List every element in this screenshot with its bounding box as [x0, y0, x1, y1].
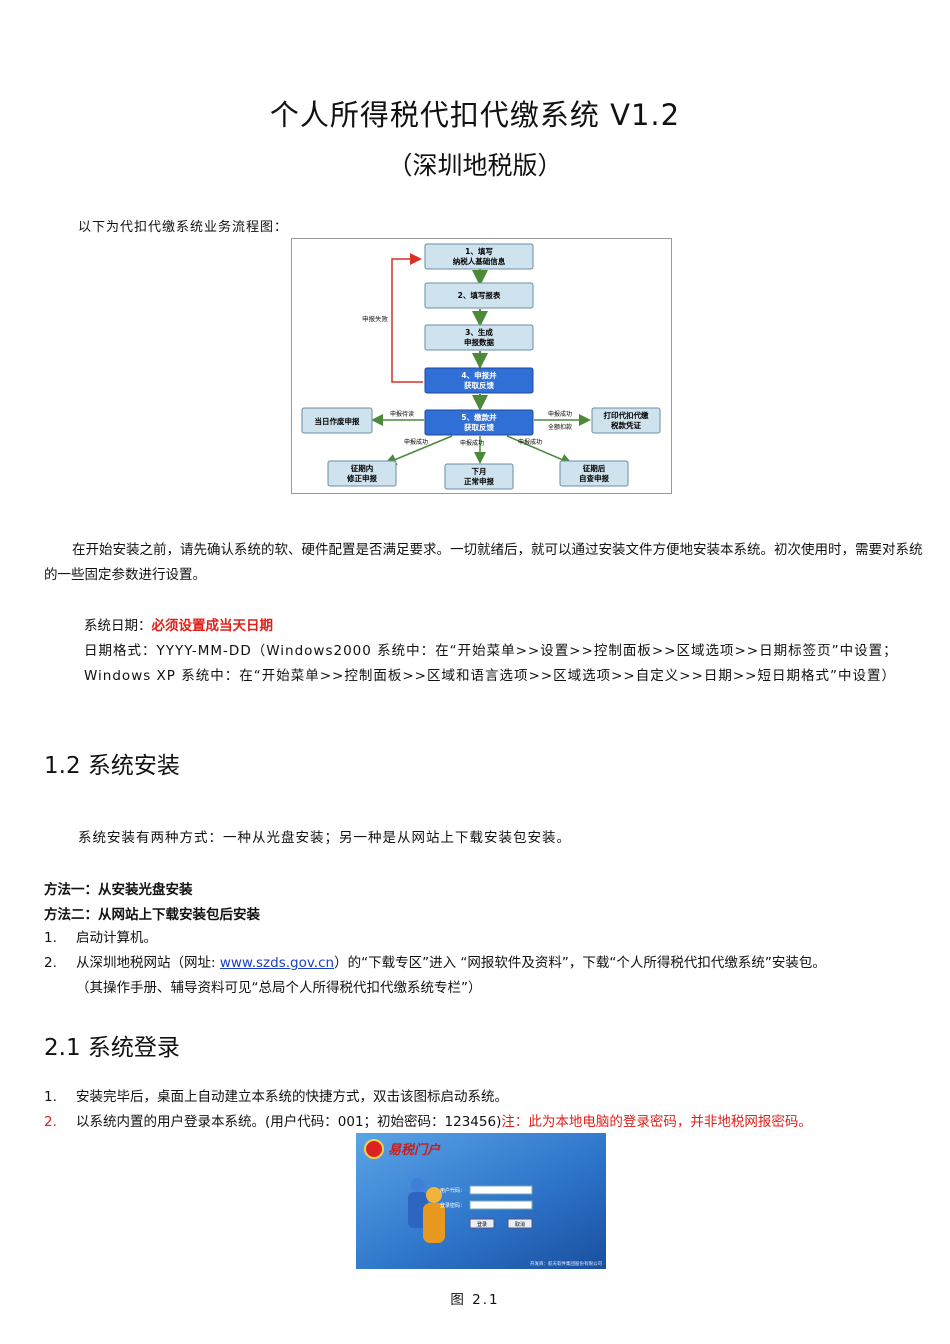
flow-box-4-line1: 4、申报并	[461, 370, 497, 380]
date-label: 系统日期：	[84, 618, 152, 634]
step-text: 安装完毕后，桌面上自动建立本系统的快捷方式，双击该图标启动系统。	[76, 1089, 508, 1105]
date-format-text: 日期格式：YYYY-MM-DD（Windows2000 系统中：在“开始菜单>>…	[84, 643, 898, 684]
section-heading-login: 2.1 系统登录	[44, 1035, 180, 1061]
flow-box-void	[301, 407, 373, 434]
flow-box-selfcheck	[559, 460, 629, 487]
section-heading-install: 1.2 系统安装	[44, 753, 180, 779]
user-code-input	[469, 1185, 533, 1195]
flow-box-selfcheck-line2: 自查申报	[579, 473, 609, 483]
flow-box-1	[424, 243, 534, 270]
flowchart-intro: 以下为代扣代缴系统业务流程图：	[78, 220, 289, 235]
flow-box-4	[424, 367, 534, 394]
document-title: 个人所得税代扣代缴系统 V1.2	[269, 98, 681, 132]
step-number: 2.	[44, 955, 57, 971]
flow-box-correct	[327, 460, 397, 487]
flow-box-1-line1: 1、填写	[465, 246, 493, 256]
flow-box-void-text: 当日作废申报	[315, 416, 360, 426]
login-step-2: 2. 以系统内置的用户登录本系统。(用户代码：001；初始密码：123456)注…	[0, 1110, 950, 1135]
flow-box-correct-line2: 修正申报	[346, 473, 377, 483]
emblem-icon	[364, 1139, 384, 1159]
password-label: 登录密码：	[440, 1202, 465, 1209]
login-step-1: 1. 安装完毕后，桌面上自动建立本系统的快捷方式，双击该图标启动系统。	[0, 1085, 950, 1110]
szds-website-link[interactable]: www.szds.gov.cn	[219, 955, 335, 971]
step-note: 注：此为本地电脑的登录密码，并非地税网报密码。	[501, 1114, 812, 1130]
flow-box-print	[591, 407, 661, 434]
pay-success-label: 申报成功	[548, 410, 572, 418]
flow-box-5-line2: 获取反馈	[464, 422, 494, 432]
user-code-label: 用户代码：	[440, 1187, 465, 1194]
date-requirement-block: 系统日期：必须设置成当天日期 日期格式：YYYY-MM-DD（Windows20…	[84, 614, 914, 689]
step-text: 从深圳地税网站（网址: www.szds.gov.cn）的“下载专区”进入 “网…	[76, 951, 936, 1001]
flow-box-3-line1: 3、生成	[465, 327, 493, 337]
date-requirement-line: 系统日期：必须设置成当天日期	[84, 614, 914, 639]
full-deduct-label: 全额扣款	[548, 423, 572, 431]
success-label-1: 申报成功	[404, 438, 428, 446]
fail-loop-arrow	[391, 253, 423, 383]
voided-label: 申报待读	[390, 410, 414, 418]
cancel-button	[507, 1218, 533, 1229]
step-text: 以系统内置的用户登录本系统。(用户代码：001；初始密码：123456)注：此为…	[76, 1110, 936, 1135]
step-text: 启动计算机。	[76, 930, 157, 946]
arrow-to-correct	[384, 435, 453, 466]
flow-box-2	[424, 282, 534, 309]
step-number: 1.	[44, 1089, 57, 1105]
document-subtitle: （深圳地税版）	[387, 151, 563, 180]
arrow-to-selfcheck	[506, 435, 573, 465]
login-button-label: 登录	[477, 1221, 487, 1228]
flow-box-normal-line2: 正常申报	[464, 476, 494, 486]
flow-box-1-line2: 纳税人基础信息	[453, 256, 506, 266]
flow-box-4-line2: 获取反馈	[464, 380, 494, 390]
method-1: 方法一：从安装光盘安装	[44, 882, 193, 898]
flow-box-5-line1: 5、缴款并	[461, 412, 497, 422]
login-button	[469, 1218, 495, 1229]
install-step-1: 1. 启动计算机。	[0, 926, 950, 951]
flow-box-3-line2: 申报数据	[464, 337, 494, 347]
fail-label: 申报失败	[362, 314, 389, 323]
flow-box-print-line2: 税款凭证	[611, 420, 641, 430]
install-step-2: 2. 从深圳地税网站（网址: www.szds.gov.cn）的“下载专区”进入…	[0, 951, 950, 1001]
flow-box-print-line1: 打印代扣代缴	[604, 410, 649, 420]
method-2: 方法二：从网站上下载安装包后安装	[44, 907, 260, 923]
step-text-pre: 从深圳地税网站（网址:	[76, 955, 220, 971]
install-intro: 系统安装有两种方式：一种从光盘安装；另一种是从网站上下载安装包安装。	[78, 830, 571, 846]
flow-box-2-text: 2、填写报表	[458, 290, 501, 300]
step-text-post: ）的“下载专区”进入 “网报软件及资料”，下载“个人所得税代扣代缴系统”安装包。	[334, 955, 826, 971]
flow-box-3	[424, 324, 534, 351]
success-label-2: 申报成功	[460, 439, 484, 447]
step-number: 1.	[44, 930, 57, 946]
password-input	[469, 1200, 533, 1210]
flowchart-svg: 申报失败 1、填写 纳税人基础信息 2、填写报表 3、生成 申报数据 4、申报并…	[301, 243, 661, 490]
flow-box-5	[424, 409, 534, 436]
flow-box-selfcheck-line1: 征期后	[583, 463, 606, 473]
brand-logo: 易税门户	[388, 1142, 441, 1158]
step-text-main: 以系统内置的用户登录本系统。(用户代码：001；初始密码：123456)	[76, 1114, 502, 1130]
flow-box-normal-line1: 下月	[472, 467, 487, 476]
flow-box-correct-line1: 征期内	[351, 463, 374, 473]
date-requirement: 必须设置成当天日期	[151, 618, 274, 634]
login-screenshot: 易税门户 用户代码： 登录密码： 登录 取消 开发商：航天软件集团股份有限公司	[356, 1133, 606, 1269]
success-label-3: 申报成功	[518, 438, 542, 446]
setup-paragraph: 在开始安装之前，请先确认系统的软、硬件配置是否满足要求。一切就绪后，就可以通过安…	[44, 542, 923, 583]
figure-caption: 图 2.1	[450, 1292, 500, 1308]
login-window: 易税门户 用户代码： 登录密码： 登录 取消 开发商：航天软件集团股份有限公司	[356, 1133, 606, 1269]
cancel-button-label: 取消	[515, 1221, 525, 1228]
flow-box-normal	[444, 463, 514, 490]
step-note: （其操作手册、辅导资料可见“总局个人所得税代扣代缴系统专栏”）	[76, 980, 482, 996]
developer-footer: 开发商：航天软件集团股份有限公司	[530, 1260, 602, 1267]
business-flowchart: 申报失败 1、填写 纳税人基础信息 2、填写报表 3、生成 申报数据 4、申报并…	[291, 238, 672, 494]
step-number: 2.	[44, 1114, 57, 1130]
users-icon	[408, 1178, 445, 1243]
